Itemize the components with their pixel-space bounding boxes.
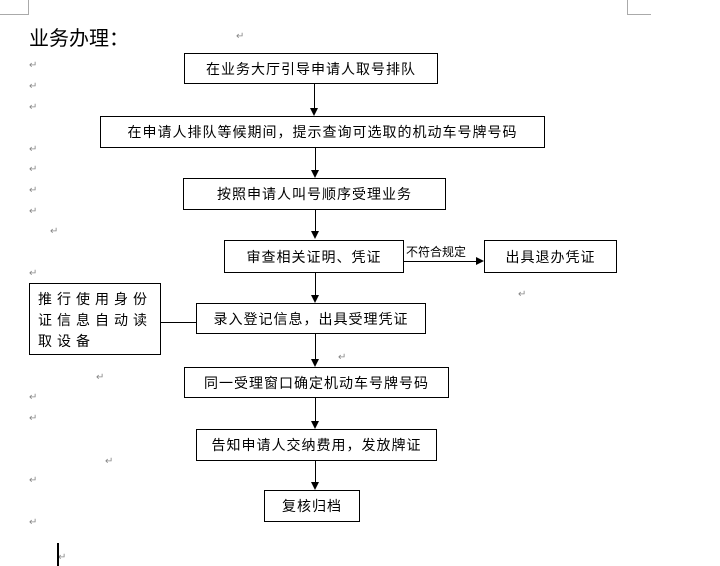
arrow-down-icon: [311, 359, 319, 367]
paragraph-mark: ↵: [50, 226, 59, 237]
connector: [315, 273, 316, 295]
margin-corner-mark: [627, 0, 628, 15]
flow-step-reject-voucher: 出具退办凭证: [484, 240, 617, 273]
paragraph-mark: ↵: [29, 185, 38, 196]
paragraph-mark: ↵: [58, 552, 67, 563]
paragraph-mark: ↵: [29, 144, 38, 155]
section-heading: 业务办理：: [29, 26, 129, 50]
arrow-down-icon: [311, 295, 319, 303]
connector: [404, 261, 476, 262]
flow-step-archive: 复核归档: [264, 490, 360, 522]
connector: [315, 148, 316, 171]
connector: [315, 210, 316, 232]
paragraph-mark: ↵: [338, 352, 347, 363]
paragraph-mark: ↵: [96, 372, 105, 383]
arrow-right-icon: [476, 257, 484, 265]
paragraph-mark: ↵: [29, 475, 38, 486]
paragraph-mark: ↵: [236, 31, 245, 42]
paragraph-mark: ↵: [105, 456, 114, 467]
side-note-id-reader: 推行使用身份证信息自动读取设备: [29, 283, 161, 355]
paragraph-mark: ↵: [29, 268, 38, 279]
connector: [314, 84, 315, 109]
flow-step-plate-confirm: 同一受理窗口确定机动车号牌号码: [184, 367, 449, 398]
connector: [315, 461, 316, 482]
connector: [161, 322, 196, 323]
flow-step-review: 审查相关证明、凭证: [224, 240, 404, 273]
margin-corner-mark: [0, 14, 28, 15]
paragraph-mark: ↵: [29, 60, 38, 71]
connector: [315, 398, 316, 421]
paragraph-mark: ↵: [29, 102, 38, 113]
arrow-down-icon: [311, 170, 319, 178]
paragraph-mark: ↵: [29, 81, 38, 92]
paragraph-mark: ↵: [29, 517, 38, 528]
arrow-down-icon: [311, 421, 319, 429]
paragraph-mark: ↵: [29, 413, 38, 424]
connector: [315, 334, 316, 359]
paragraph-mark: ↵: [29, 206, 38, 217]
margin-corner-mark: [28, 0, 29, 15]
flow-step-accept: 按照申请人叫号顺序受理业务: [183, 178, 446, 210]
paragraph-mark: ↵: [518, 289, 527, 300]
text-cursor: [57, 543, 59, 566]
flow-step-fee: 告知申请人交纳费用，发放牌证: [196, 429, 437, 461]
margin-corner-mark: [627, 14, 651, 15]
arrow-down-icon: [311, 482, 319, 490]
flow-step-register: 录入登记信息，出具受理凭证: [196, 303, 426, 334]
reject-condition-label: 不符合规定: [406, 245, 467, 259]
paragraph-mark: ↵: [29, 164, 38, 175]
reject-box-label: 出具退办凭证: [505, 249, 596, 266]
arrow-down-icon: [310, 108, 318, 116]
arrow-down-icon: [311, 231, 319, 239]
flow-step-plate-query: 在申请人排队等候期间，提示查询可选取的机动车号牌号码: [100, 116, 545, 148]
flow-step-queue: 在业务大厅引导申请人取号排队: [184, 53, 438, 84]
paragraph-mark: ↵: [29, 392, 38, 403]
